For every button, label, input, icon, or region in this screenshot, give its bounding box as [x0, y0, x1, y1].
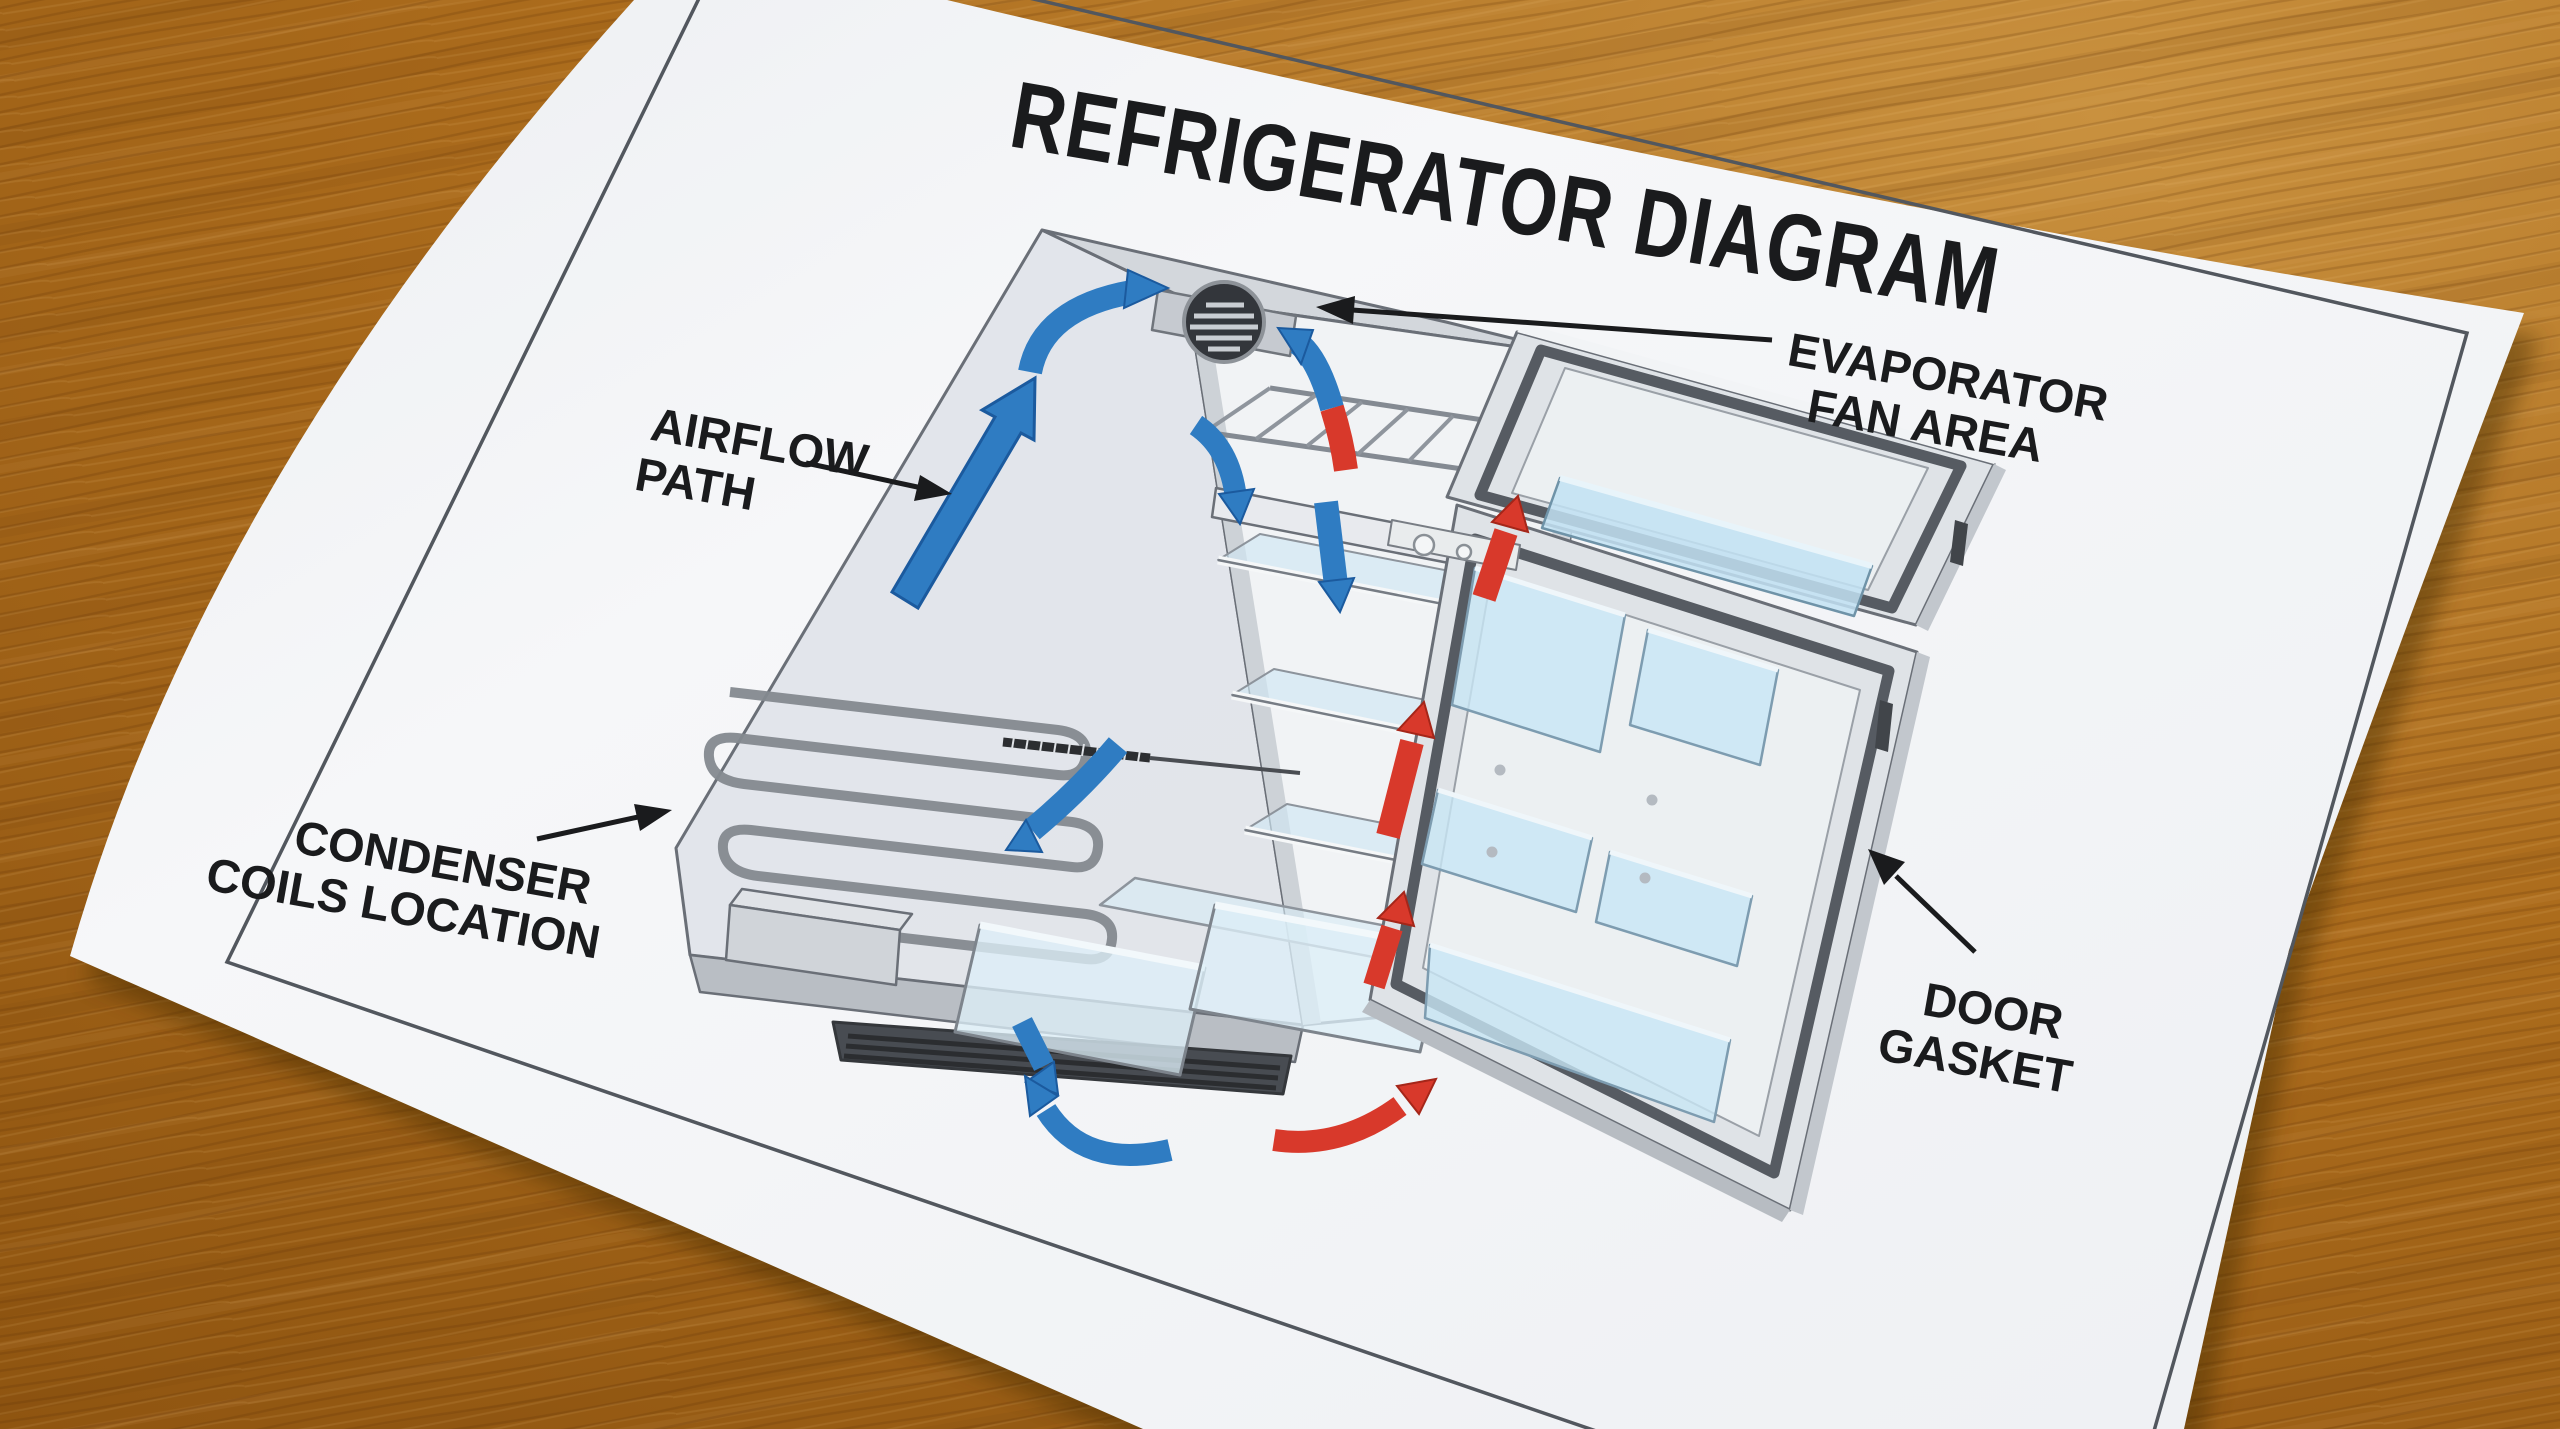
fridge-door: [1362, 503, 1930, 1222]
warm-air-arrows: [1272, 494, 1530, 1153]
condenser-coils: [703, 687, 1118, 965]
leader-line-condenser: [536, 814, 639, 842]
freezer-door: [1445, 324, 2006, 631]
refrigerator-illustration: [674, 228, 2006, 1222]
paper-inner-border: [224, 0, 2470, 1429]
cold-air-arrow-side-panel-up: [889, 375, 1037, 611]
fridge-door-bottom-edge: [1362, 1000, 1790, 1222]
fridge-door-handle-slot: [1875, 700, 1893, 752]
cold-air-arrow-crisper-curve: [1036, 1103, 1173, 1166]
defrost-heater-strip: [1002, 736, 1301, 775]
warm-air-arrow-up-1: [1472, 528, 1518, 602]
cold-air-arrowhead: [1122, 268, 1171, 310]
freezer-door-bin-lip: [1559, 475, 1873, 569]
door-mount-holes: [1486, 764, 1658, 884]
leader-arrowhead-evaporator: [1316, 296, 1355, 324]
warm-air-arrowhead: [1396, 700, 1436, 740]
crisper-drawer-left-lip: [979, 921, 1206, 972]
leader-arrowhead-gasket: [1868, 849, 1905, 885]
airflow-arrows: [889, 268, 1530, 1166]
cold-air-arrowhead: [1276, 326, 1315, 367]
warm-air-arrow-up-3: [1363, 924, 1403, 990]
warm-air-tail-freezer: [1320, 404, 1358, 472]
freezer-door-inner-panel: [1511, 367, 1929, 591]
freezer-door-top-edge: [1517, 324, 2002, 464]
fridge-door-gasket-seal: [1390, 533, 1895, 1179]
cold-air-arrow-top-curve: [1018, 280, 1135, 375]
cold-air-arrowhead: [1004, 818, 1044, 854]
warm-air-arrow-crisper-curve: [1272, 1097, 1407, 1153]
freezer-door-handle-slot: [1950, 520, 1968, 566]
fan-grille-slits: [1190, 302, 1258, 352]
leader-line-airflow: [805, 460, 923, 491]
fridge-door-side-edge: [1790, 652, 1930, 1215]
cold-air-arrowhead: [1023, 1074, 1060, 1118]
cold-air-arrow-down-1: [1314, 500, 1348, 587]
fridge-door-bins: [1420, 566, 1780, 1124]
warm-air-arrow-up-2: [1376, 739, 1424, 839]
cold-air-arrows: [889, 268, 1358, 1166]
leader-line-gasket: [1894, 874, 1977, 954]
warm-air-arrowhead: [1376, 890, 1416, 928]
cold-air-arrow-freezer-small: [1189, 415, 1247, 500]
warm-air-arrowhead: [1395, 1077, 1438, 1116]
freezer-door-gasket-seal: [1474, 344, 1967, 614]
interior-left-frame: [1188, 300, 1321, 1025]
cold-air-arrow-down-2: [1024, 737, 1128, 840]
leader-arrowhead-condenser: [634, 804, 672, 831]
leader-line-evaporator: [1351, 307, 1773, 343]
cold-air-arrowhead: [1317, 576, 1356, 615]
warm-air-arrowhead: [1490, 494, 1530, 534]
leader-arrowhead-airflow: [914, 475, 952, 501]
evaporator-fan: [1182, 280, 1266, 364]
cold-air-arrow-down-3: [1012, 1017, 1054, 1071]
compressor-unit: [724, 887, 914, 987]
cold-air-arrowhead: [1217, 487, 1256, 527]
